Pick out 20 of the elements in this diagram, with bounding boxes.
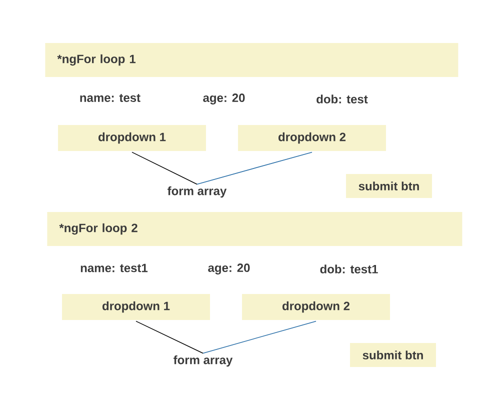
field-label: dob: test1 bbox=[320, 264, 378, 274]
form-array-label: form array bbox=[168, 186, 227, 198]
form-array-label: form array bbox=[174, 355, 233, 367]
field-label: dob: test bbox=[316, 94, 368, 104]
connector-line bbox=[136, 320, 204, 354]
submit-button: submit btn bbox=[350, 343, 436, 367]
dropdown-box: dropdown 1 bbox=[62, 294, 210, 320]
loop-header-band: *ngFor loop 2 bbox=[47, 212, 462, 246]
dropdown-box: dropdown 2 bbox=[242, 294, 390, 320]
dropdown-box: dropdown 2 bbox=[238, 125, 386, 151]
field-label: age: 20 bbox=[208, 264, 250, 274]
field-label: name: test bbox=[80, 94, 140, 102]
loop-header-band: *ngFor loop 1 bbox=[45, 43, 458, 77]
connector-line bbox=[132, 152, 198, 185]
connector-line bbox=[202, 320, 316, 354]
connector-line bbox=[196, 152, 312, 185]
field-label: age: 20 bbox=[203, 94, 245, 104]
dropdown-box: dropdown 1 bbox=[58, 125, 206, 151]
submit-button: submit btn bbox=[346, 174, 432, 198]
field-label: name: test1 bbox=[80, 264, 148, 272]
